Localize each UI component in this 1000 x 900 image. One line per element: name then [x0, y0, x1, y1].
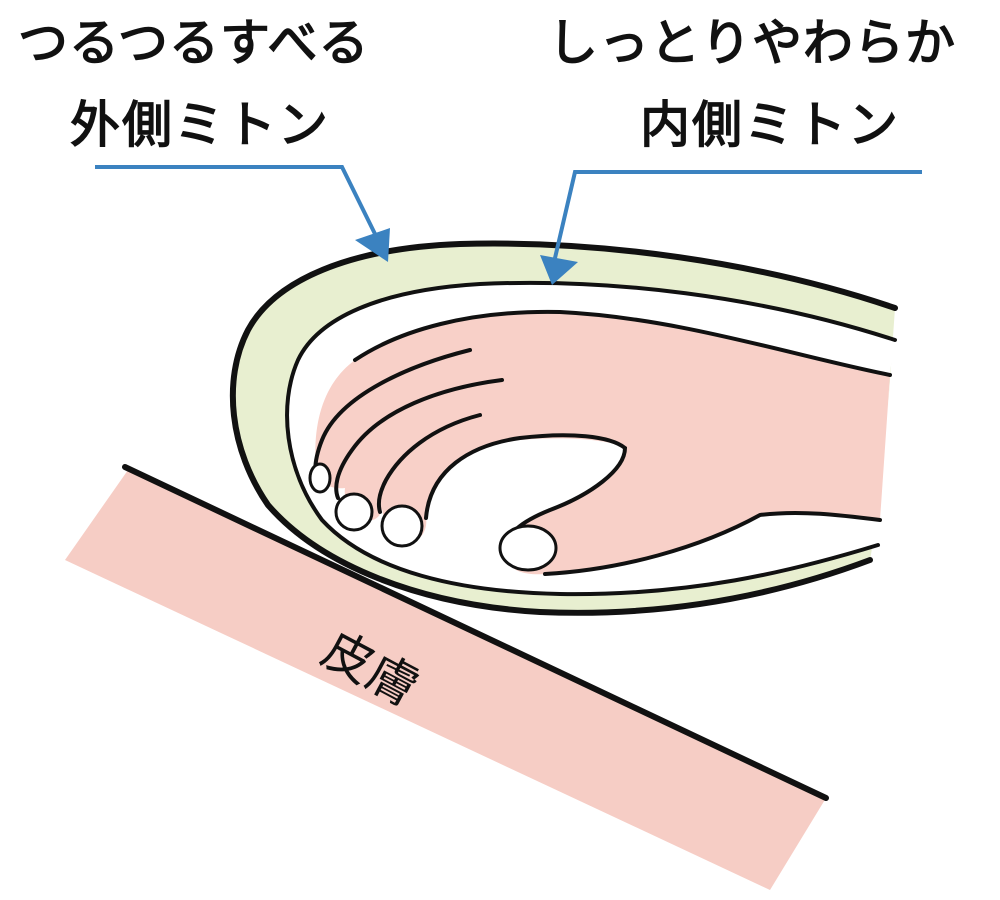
skin-layer — [65, 464, 829, 890]
outer-mitten-label-line2: 外側ミトン — [70, 96, 330, 154]
inner-mitten-label-line2: 内側ミトン — [640, 96, 900, 154]
inner-mitten-outline — [285, 280, 897, 597]
outer-mitten-outline — [229, 240, 898, 616]
skin-surface-line — [122, 464, 829, 801]
palm-outline — [424, 433, 628, 554]
inner-mitten-label-line1: しっとりやわらか — [548, 14, 956, 72]
inner-mitten-pointer — [540, 170, 922, 285]
outer-arrowhead — [355, 228, 390, 262]
inner-leader-line — [553, 170, 922, 259]
hand — [308, 309, 892, 576]
finger-outline-3 — [376, 413, 482, 514]
outer-leader-line — [95, 165, 380, 241]
finger-outline-2 — [334, 378, 504, 500]
thumb-underside-outline — [543, 510, 882, 576]
fingernail-3 — [380, 504, 424, 548]
fingernail-1 — [308, 462, 332, 494]
thumbnail — [498, 524, 558, 572]
fingernail-2 — [334, 492, 374, 532]
hand-shape — [315, 311, 890, 575]
skin-band — [65, 470, 826, 890]
hand-back-outline — [353, 309, 892, 377]
outer-mitten-label-line1: つるつるすべる — [18, 14, 370, 72]
outer-mitten-pointer — [95, 165, 390, 262]
inner-arrowhead — [540, 255, 578, 285]
